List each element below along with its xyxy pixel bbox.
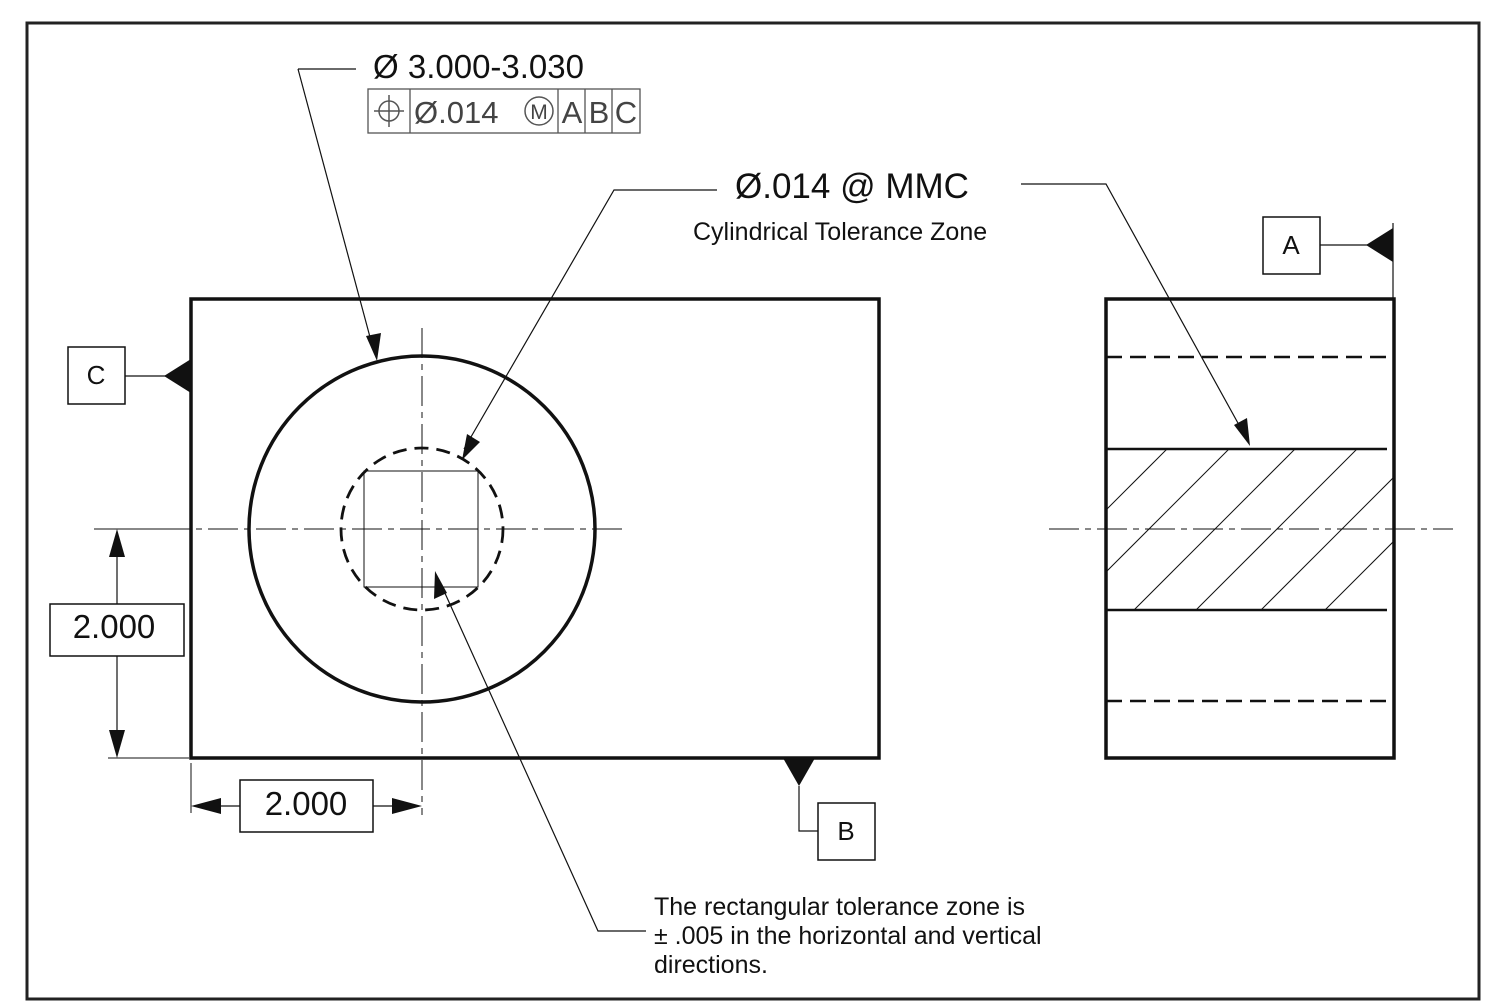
rectangular-zone-note: The rectangular tolerance zone is ± .005… <box>434 571 1042 979</box>
feature-control-frame: Ø.014 M A B C <box>367 88 641 134</box>
hole-callout-leader <box>297 68 375 353</box>
hdim-value: 2.000 <box>265 785 348 822</box>
datum-a-label: A <box>1282 230 1300 260</box>
mmc-modifier-icon <box>524 96 554 126</box>
hole-leader-arrowhead <box>366 333 381 361</box>
datum-c-label: C <box>87 360 106 390</box>
note-leader-arrowhead <box>434 571 447 599</box>
datum-a-triangle <box>1366 228 1393 262</box>
zone-leader-right <box>1021 183 1245 435</box>
horizontal-dimension: 2.000 <box>190 763 422 833</box>
zone-callout: Ø.014 @ MMC Cylindrical Tolerance Zone <box>462 167 1250 460</box>
note-line-2: ± .005 in the horizontal and vertical <box>654 922 1042 950</box>
zone-leader-right-arrowhead <box>1234 418 1250 446</box>
datum-b-leader <box>798 786 818 832</box>
datum-b-triangle <box>783 758 815 786</box>
hole-callout: Ø 3.000-3.030 Ø.014 M A B C <box>297 48 641 361</box>
vdim-arrow-down <box>109 730 125 758</box>
zone-callout-subtitle: Cylindrical Tolerance Zone <box>693 218 987 246</box>
note-line-3: directions. <box>654 951 768 979</box>
zone-callout-title: Ø.014 @ MMC <box>735 167 969 206</box>
datum-c-box <box>67 346 126 405</box>
fcf-tolerance: Ø.014 <box>414 95 498 130</box>
fcf-datum-3: C <box>615 95 637 130</box>
vdim-box <box>49 603 185 657</box>
hdim-arrow-right <box>392 798 422 814</box>
position-icon <box>374 95 404 127</box>
zone-leader-left <box>463 189 717 450</box>
datum-b-box <box>817 802 876 861</box>
hole-size-label: Ø 3.000-3.030 <box>373 48 584 85</box>
front-view <box>112 297 881 815</box>
datum-c-triangle <box>164 359 191 393</box>
part-outline-front <box>189 297 881 760</box>
side-view <box>1049 297 1453 760</box>
fcf-datum-1: A <box>562 95 583 130</box>
datum-c: C <box>67 346 191 405</box>
zone-leader-left-arrowhead <box>462 434 480 460</box>
datum-a: A <box>1262 216 1394 299</box>
sheet-border <box>25 21 1481 1001</box>
note-leader <box>438 579 646 932</box>
hdim-box <box>239 779 374 833</box>
vdim-value: 2.000 <box>73 608 156 645</box>
note-line-1: The rectangular tolerance zone is <box>654 893 1025 921</box>
vertical-dimension: 2.000 <box>49 528 190 759</box>
datum-b-label: B <box>837 816 854 846</box>
hdim-arrow-left <box>191 798 221 814</box>
vdim-arrow-up <box>109 529 125 557</box>
datum-b: B <box>783 758 876 861</box>
fcf-datum-2: B <box>589 95 610 130</box>
fcf-modifier: M <box>530 101 548 124</box>
